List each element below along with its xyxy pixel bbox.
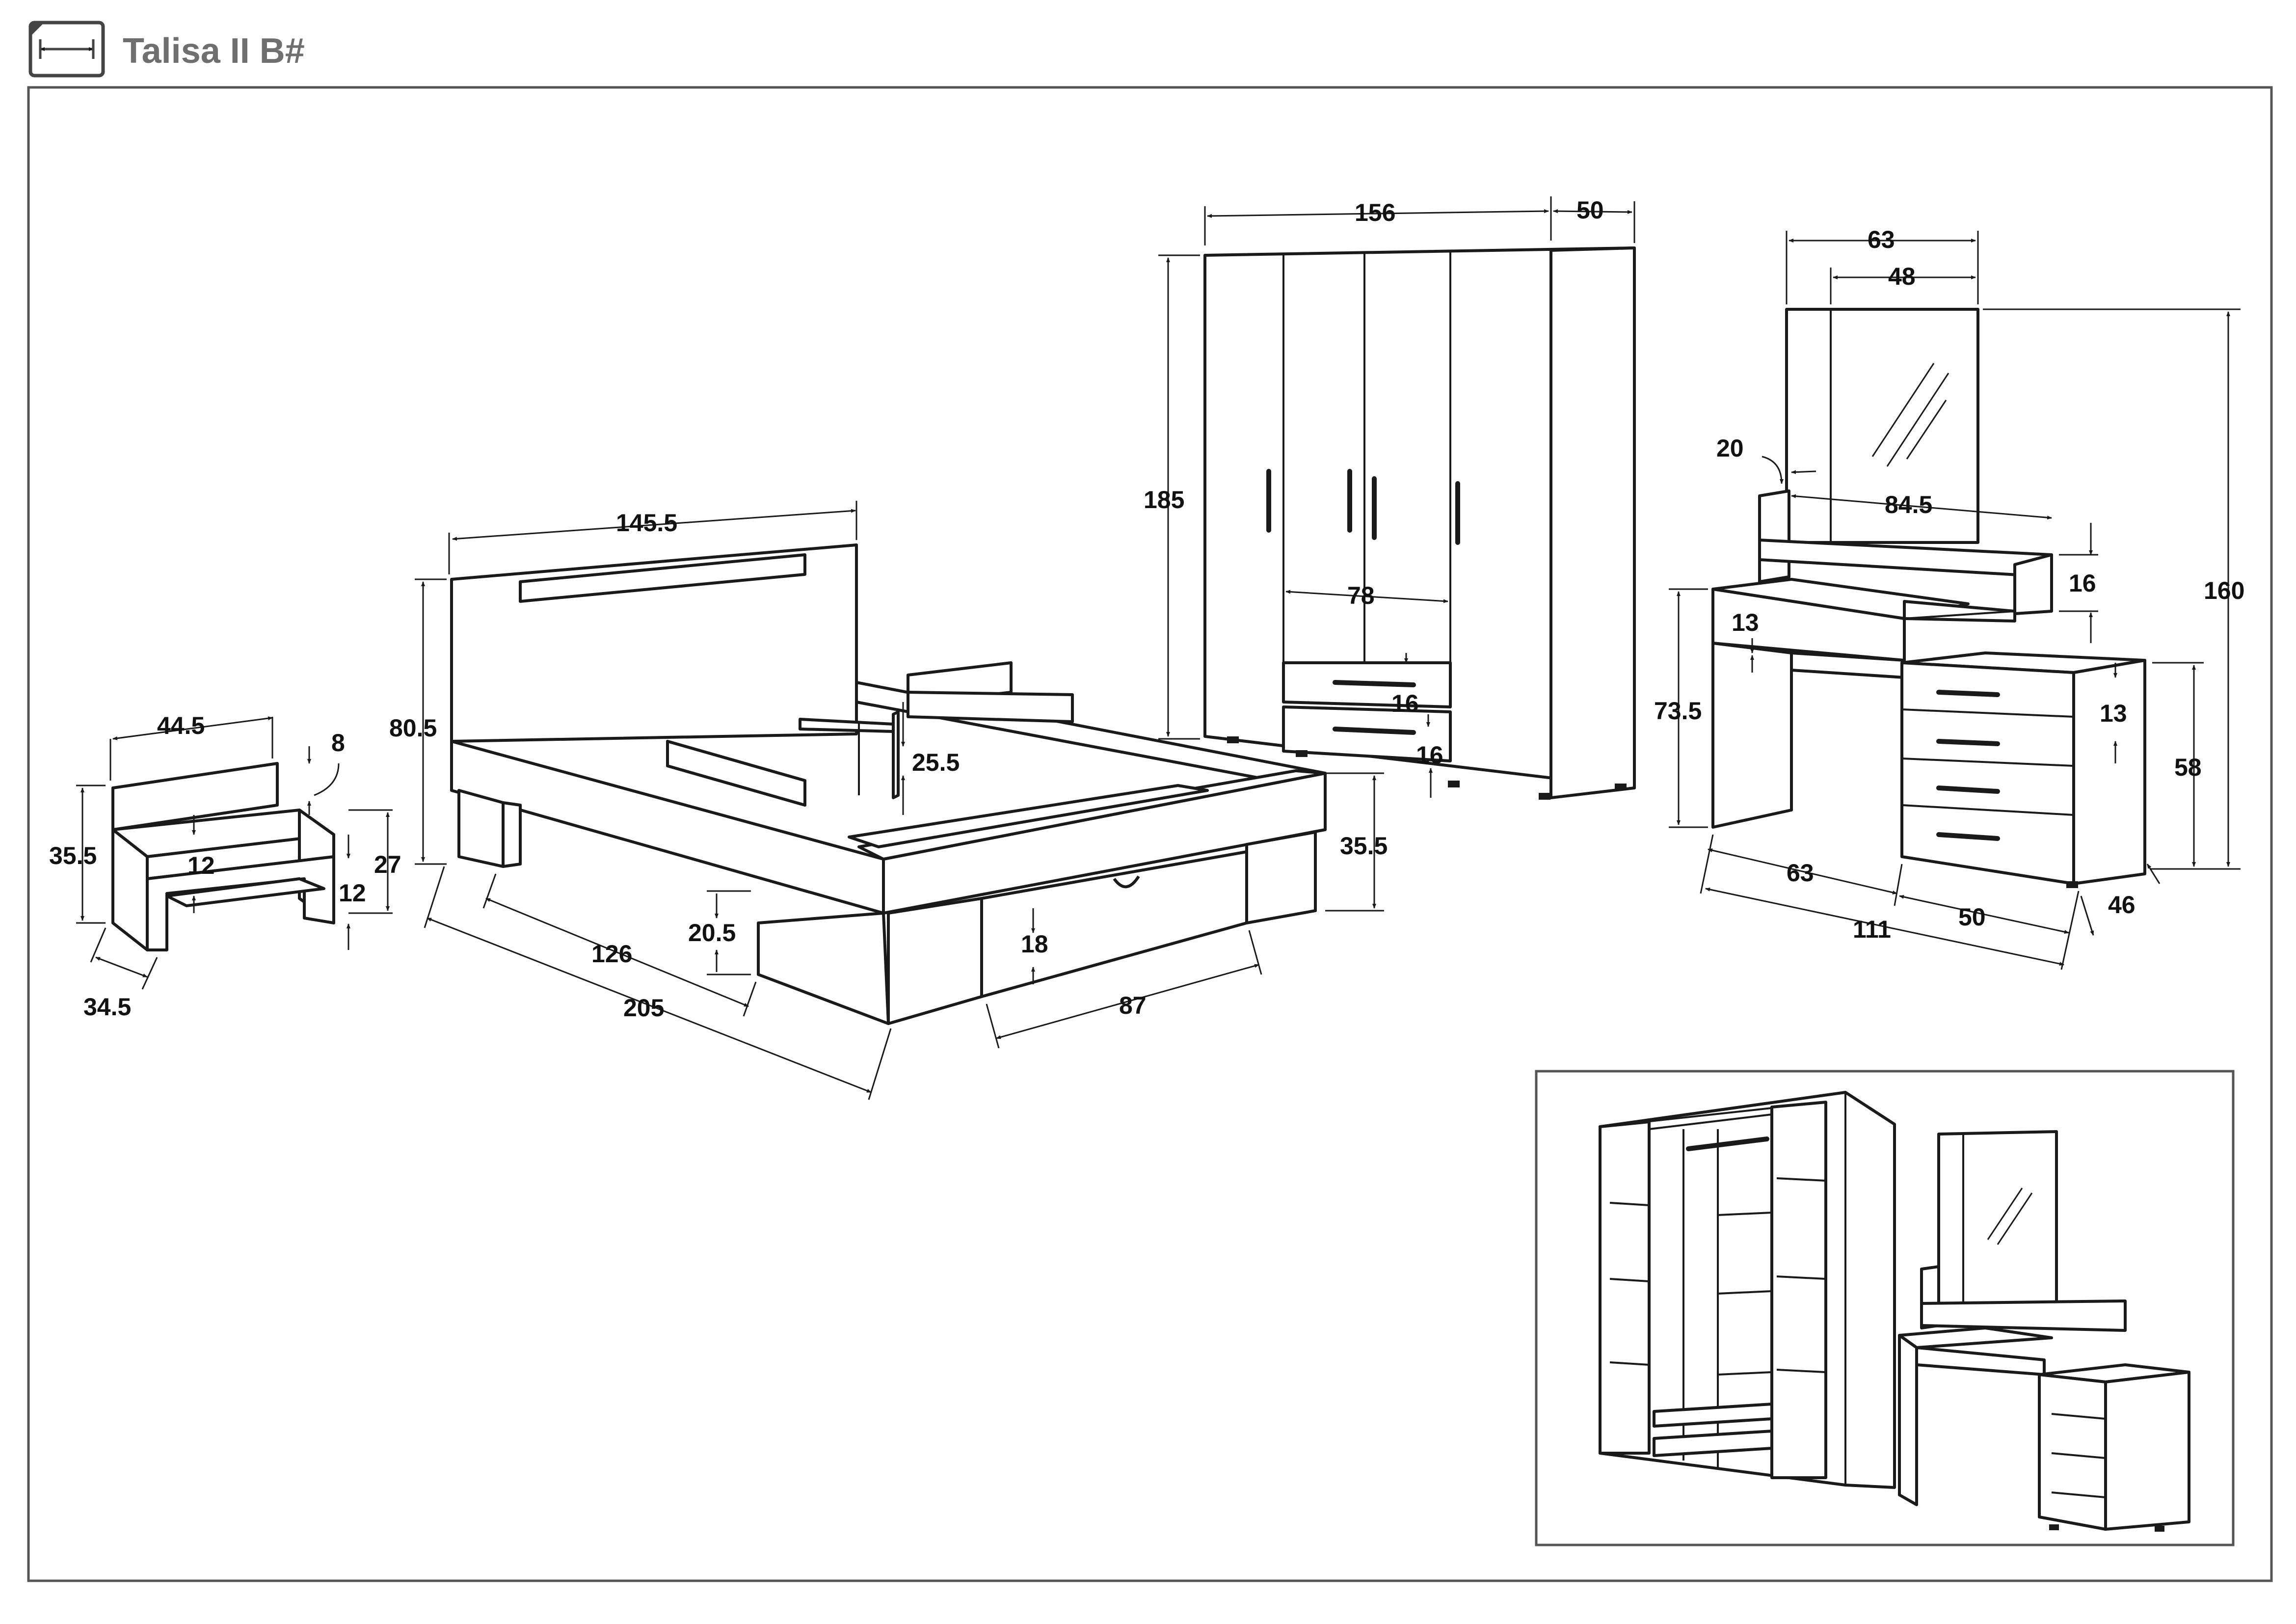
chest-depth-label: 46 bbox=[2108, 891, 2136, 919]
chest-drawer-label: 13 bbox=[2100, 700, 2127, 727]
shelf-height-label: 16 bbox=[2069, 569, 2096, 597]
nightstand-shelf-height-label: 12 bbox=[339, 879, 366, 907]
mirror-width-label: 48 bbox=[1888, 263, 1916, 290]
vanity-top-width-label: 63 bbox=[1868, 226, 1895, 253]
shelf-width-label: 84.5 bbox=[1885, 491, 1932, 518]
bed-frame-height-label: 35.5 bbox=[1340, 832, 1388, 860]
chest-width-label: 50 bbox=[1958, 903, 1986, 931]
desk-width-label: 63 bbox=[1787, 859, 1814, 887]
wardrobe-side-depth-label: 50 bbox=[1576, 196, 1604, 224]
page-title: Talisa II B# bbox=[123, 31, 305, 71]
nightstand-shelf-gap-label: 12 bbox=[187, 852, 215, 879]
dimension-icon bbox=[28, 21, 105, 78]
drawer-height-label: 20.5 bbox=[688, 919, 736, 947]
wardrobe-drawing bbox=[1203, 246, 1636, 800]
chest-height-label: 58 bbox=[2174, 754, 2202, 781]
vanity-total-height-label: 160 bbox=[2204, 577, 2244, 604]
sheet-border bbox=[27, 86, 2273, 1582]
bed-drawing bbox=[450, 543, 1327, 1025]
wardrobe-drawer-1-label: 16 bbox=[1391, 690, 1419, 717]
nightstand-backrest-label: 8 bbox=[331, 729, 345, 757]
vanity-total-width-label: 111 bbox=[1853, 916, 1891, 943]
bed-mattress-length-label: 126 bbox=[591, 940, 632, 968]
wardrobe-inner-width-label: 78 bbox=[1347, 582, 1375, 609]
drawer-inner-label: 18 bbox=[1021, 930, 1048, 958]
wardrobe-width-label: 156 bbox=[1355, 199, 1395, 226]
tray-height-label: 25.5 bbox=[912, 749, 960, 776]
bed-length-label: 205 bbox=[623, 994, 664, 1022]
nightstand-height-label: 35.5 bbox=[49, 842, 97, 869]
mirror-offset-label: 20 bbox=[1716, 434, 1744, 462]
headboard-width-label: 145.5 bbox=[616, 509, 677, 537]
nightstand-depth-label: 34.5 bbox=[83, 993, 131, 1021]
interior-view-panel bbox=[1535, 1070, 2235, 1546]
desk-drawer-label: 13 bbox=[1732, 609, 1759, 636]
wardrobe-drawer-2-label: 16 bbox=[1416, 741, 1443, 769]
nightstand-drawing bbox=[111, 762, 335, 951]
interior-view-drawing bbox=[1599, 1091, 2190, 1532]
headboard-height-label: 80.5 bbox=[389, 714, 437, 742]
nightstand-width-label: 44.5 bbox=[157, 712, 205, 739]
desk-height-label: 73.5 bbox=[1654, 697, 1702, 725]
dressing-table-drawing bbox=[1711, 308, 2146, 888]
drawer-width-label: 87 bbox=[1119, 992, 1147, 1019]
nightstand-leg-height-label: 27 bbox=[374, 851, 401, 878]
wardrobe-height-label: 185 bbox=[1144, 486, 1184, 514]
